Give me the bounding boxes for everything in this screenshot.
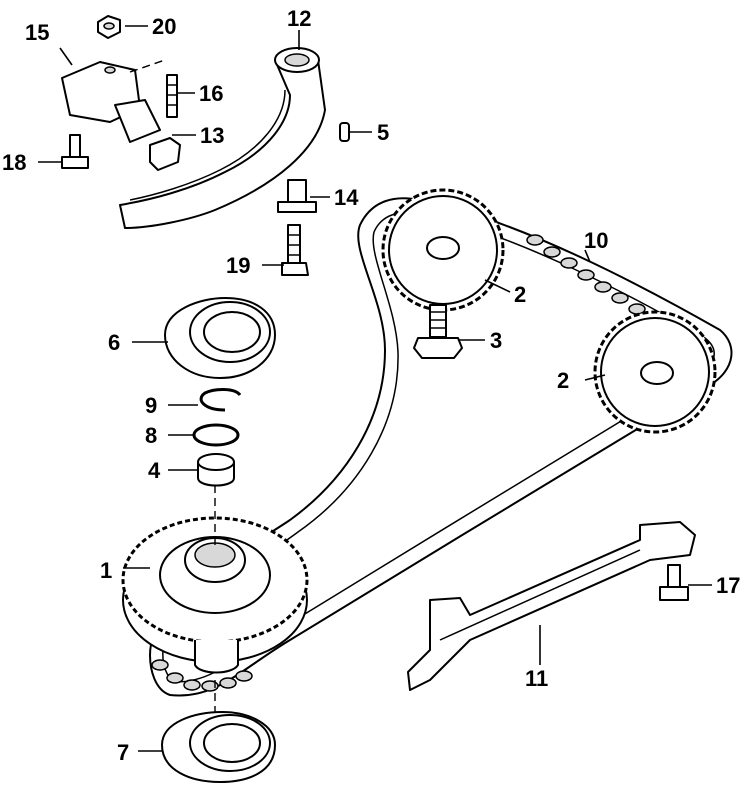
nut <box>97 15 121 39</box>
oil-seal-lower <box>161 711 276 783</box>
camshaft-sprocket-upper <box>381 188 505 312</box>
callout-3: 3 <box>490 328 502 353</box>
callout-1: 1 <box>100 558 112 583</box>
tensioner-pad <box>149 137 181 171</box>
oil-seal-upper <box>164 297 276 379</box>
callout-20: 20 <box>152 14 176 39</box>
callout-12: 12 <box>287 6 311 31</box>
callout-14: 14 <box>334 185 359 210</box>
chain-links-upper <box>526 234 646 315</box>
callout-8: 8 <box>145 423 157 448</box>
sprocket-bolt <box>413 304 463 359</box>
callout-16: 16 <box>199 81 223 106</box>
callout-18: 18 <box>2 150 26 175</box>
callout-2-lower: 2 <box>557 368 569 393</box>
chain-tensioner-body <box>61 61 161 143</box>
callout-10: 10 <box>584 228 608 253</box>
bolt-17 <box>659 564 689 601</box>
callout-11: 11 <box>525 666 548 691</box>
chain-guide <box>407 521 696 691</box>
snap-ring <box>199 388 242 412</box>
callout-7: 7 <box>117 740 129 765</box>
callout-15: 15 <box>25 20 49 45</box>
chain-tensioner-guide <box>119 47 326 229</box>
bolt-18 <box>61 134 89 169</box>
collar-sleeve <box>277 179 317 213</box>
callout-19: 19 <box>226 253 250 278</box>
camshaft-sprocket-lower <box>593 310 717 434</box>
callout-6: 6 <box>108 330 120 355</box>
callout-4: 4 <box>148 458 161 483</box>
callout-2-upper: 2 <box>514 282 526 307</box>
tensioner-dash <box>129 59 166 73</box>
callout-13: 13 <box>200 123 224 148</box>
bolt-19 <box>281 224 309 276</box>
callout-5: 5 <box>377 120 389 145</box>
chain-links-lower <box>151 659 253 692</box>
bushing <box>197 453 235 487</box>
o-ring <box>192 423 240 447</box>
callout-17: 17 <box>716 573 740 598</box>
dowel-pin <box>339 122 350 142</box>
stud-bolt <box>166 74 178 118</box>
callout-9: 9 <box>145 393 157 418</box>
callout-labels: 1 2 2 3 4 5 6 7 8 9 10 11 12 13 14 15 16… <box>2 6 740 765</box>
leader-lines <box>38 25 712 752</box>
crankshaft-gear <box>121 516 309 674</box>
